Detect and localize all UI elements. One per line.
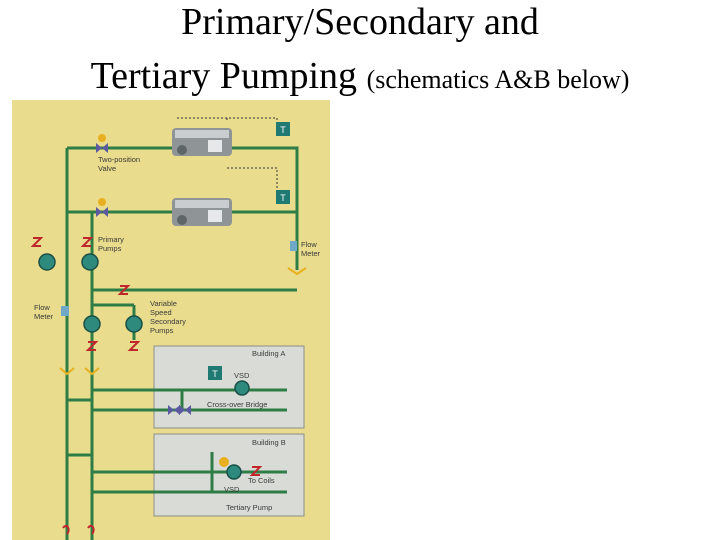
primary-pumps-label: Pumps <box>98 244 122 253</box>
slide-title-line-1: Primary/Secondary and <box>181 1 539 43</box>
tertiary-pump <box>226 464 242 480</box>
chiller-1 <box>172 128 232 156</box>
svg-text:T: T <box>280 125 286 135</box>
vs-pumps-label: Secondary <box>150 317 186 326</box>
flow-meter-left-label: Flow <box>34 303 50 312</box>
crossover-bridge-label: Cross-over Bridge <box>207 400 267 409</box>
pumping-schematic: T T Two-position Valve Primary Pumps Flo… <box>12 100 330 540</box>
flow-meter-left <box>61 306 69 316</box>
flow-arrow <box>84 367 100 376</box>
vs-pumps-label: Variable <box>150 299 177 308</box>
flow-meter-left-label: Meter <box>34 312 54 321</box>
flow-meter-right-label: Meter <box>301 249 321 258</box>
crossover-valve <box>168 405 180 415</box>
building-b-valve-actuator <box>219 457 229 467</box>
slide-title-note: (schematics A&B below) <box>366 65 630 94</box>
temperature-sensor-1: T <box>276 122 290 136</box>
control-line <box>226 118 278 190</box>
svg-text:T: T <box>212 369 218 379</box>
two-position-valve-label: Two-position <box>98 155 140 164</box>
two-position-valve-label: Valve <box>98 164 116 173</box>
primary-pump-1 <box>30 237 56 271</box>
vs-pumps-label: Pumps <box>150 326 174 335</box>
slide-title-main: Tertiary Pumping <box>90 55 358 97</box>
tertiary-pump-label: Tertiary Pump <box>226 503 272 512</box>
secondary-pump-2 <box>125 315 143 333</box>
building-b-label: Building B <box>252 438 286 447</box>
check-valve <box>127 341 141 351</box>
to-coils-label: To Coils <box>248 476 275 485</box>
building-a-label: Building A <box>252 349 285 358</box>
check-valve <box>249 466 263 476</box>
temperature-sensor-2: T <box>276 190 290 204</box>
building-a-vsd-pump <box>234 380 250 396</box>
building-b: Building B To Coils VSD Tertiary Pump <box>92 433 305 517</box>
secondary-pump-1 <box>83 315 101 333</box>
supply-marker <box>62 524 70 535</box>
vs-pumps-label: Speed <box>150 308 172 317</box>
primary-pumps-label: Primary <box>98 235 124 244</box>
flow-arrow <box>59 367 75 376</box>
flow-meter-right-label: Flow <box>301 240 317 249</box>
chiller-2 <box>172 198 232 226</box>
return-marker <box>87 524 95 535</box>
primary-pump-2 <box>80 237 99 271</box>
check-valve <box>85 341 99 351</box>
vsd-a-label: VSD <box>234 371 250 380</box>
building-a: Building A T VSD Cross-over Bridge <box>92 345 305 429</box>
two-position-valve-1 <box>96 134 108 153</box>
check-valve <box>117 285 131 295</box>
building-a-sensor <box>208 366 222 380</box>
two-position-valve-2 <box>96 198 108 217</box>
vsd-b-label: VSD <box>224 485 240 494</box>
flow-meter-right <box>287 241 307 276</box>
svg-text:T: T <box>280 193 286 203</box>
slide-title-line-2: Tertiary Pumping (schematics A&B below) <box>0 54 720 102</box>
